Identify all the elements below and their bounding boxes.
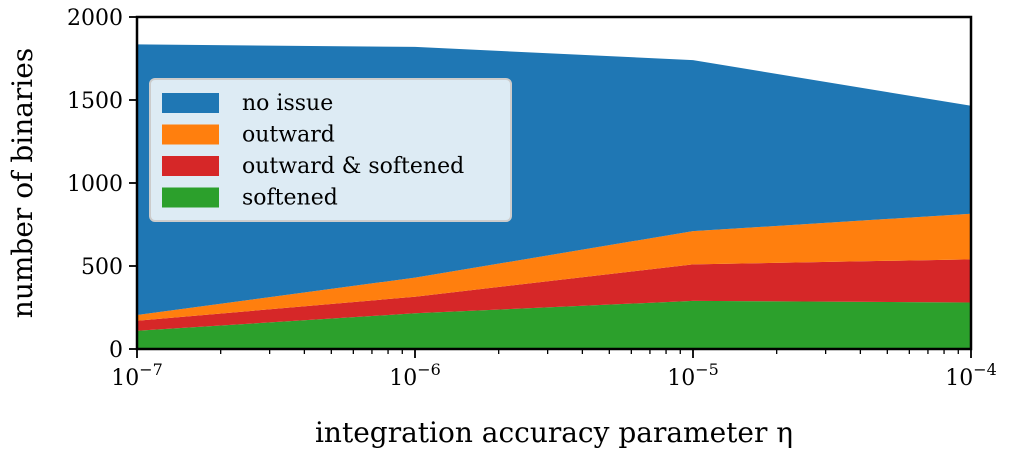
legend-box bbox=[149, 78, 512, 222]
x-axis-label: integration accuracy parameter η bbox=[315, 416, 793, 449]
legend-label-no-issue: no issue bbox=[242, 91, 333, 116]
y-tick-label: 0 bbox=[109, 338, 123, 363]
x-tick-label: 10−5 bbox=[667, 360, 719, 391]
legend-swatch-softened bbox=[162, 187, 219, 208]
area-softened bbox=[137, 300, 971, 349]
legend: no issue outward outward & softened softene… bbox=[149, 78, 512, 222]
area-outward bbox=[137, 213, 971, 321]
y-tick-label: 1000 bbox=[67, 172, 123, 197]
x-tick-label: 10−6 bbox=[389, 360, 441, 391]
y-tick-label: 500 bbox=[81, 255, 123, 280]
legend-swatch-outward bbox=[162, 124, 219, 145]
legend-label-outward: outward bbox=[242, 123, 335, 148]
legend-swatch-no-issue bbox=[162, 93, 219, 113]
legend-swatch-outward-and-softened bbox=[162, 156, 219, 176]
x-tick-label: 10−4 bbox=[945, 360, 997, 391]
x-tick-label: 10−7 bbox=[111, 360, 163, 391]
legend-label-outward-and-softened: outward & softened bbox=[242, 154, 464, 179]
area-outward-and-softened bbox=[137, 259, 971, 331]
legend-label-softened: softened bbox=[242, 186, 338, 211]
y-tick-label: 1500 bbox=[67, 89, 123, 114]
y-axis-label: number of binaries bbox=[6, 48, 39, 318]
y-axis-ticks: 0 500 1000 1500 2000 bbox=[67, 6, 137, 363]
y-tick-label: 2000 bbox=[67, 6, 123, 31]
x-axis-ticks: 10−7 10−6 10−5 10−4 bbox=[111, 349, 997, 391]
